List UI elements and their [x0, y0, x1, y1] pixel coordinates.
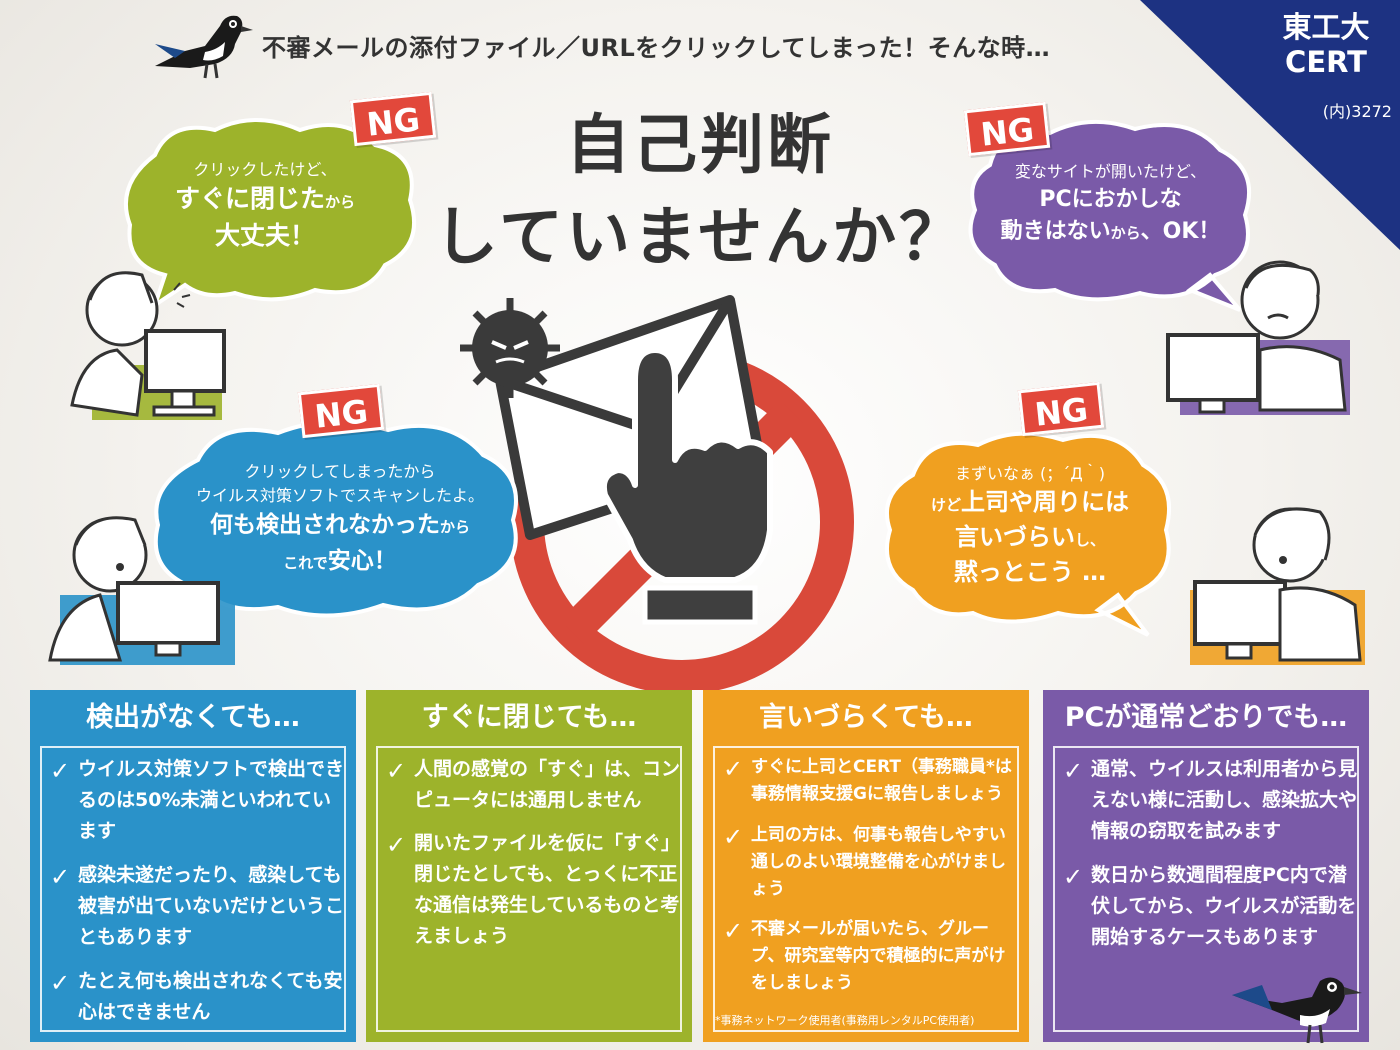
panel-pc-normal: PCが通常どおりでも… ✓通常、ウイルスは利用者から見えない様に活動し、感染拡大…: [1043, 690, 1369, 1042]
cert-org-title: 東工大 CERT: [1266, 10, 1386, 80]
purple-speech-bubble: [968, 119, 1252, 312]
check-icon: ✓: [50, 863, 71, 891]
blue-bubble-line4-big: 安心！: [327, 548, 397, 574]
check-icon: ✓: [1063, 863, 1084, 891]
purple-bubble-line3-end: 、OK！: [1140, 219, 1221, 244]
person-at-computer-purple: [1166, 260, 1350, 415]
magpie-mascot-icon: [1232, 977, 1362, 1044]
main-title: 自己判断 していませんか？: [420, 100, 980, 284]
blue-bubble-line3: 何も検出されなかったから: [160, 508, 520, 544]
purple-bubble-text: 変なサイトが開いたけど、 PCにおかしな 動きはないから、OK！: [968, 160, 1253, 249]
panel-hard-to-say-item-3: ✓不審メールが届いたら、グループ、研究室等内で積極的に声がけをしましょう: [723, 916, 1019, 997]
panel-closed-quickly-box: [376, 746, 682, 1032]
orange-bubble-line3-small: し、: [1074, 531, 1105, 549]
orange-bubble-line2: けど上司や周りには: [890, 486, 1170, 521]
virus-icon: [460, 298, 560, 398]
purple-bubble-line3-big: 動きはない: [1000, 219, 1111, 244]
blue-bubble-line4: これで安心！: [160, 544, 520, 580]
panel-hard-to-say-item-2-text: 上司の方は、何事も報告しやすい通しのよい環境整備を心がけましょう: [751, 825, 1006, 899]
ng-badge-green: NG: [349, 91, 437, 147]
panel-closed-quickly-item-1: ✓人間の感覚の「すぐ」は、コンピュータには通用しません: [386, 754, 682, 816]
blue-bubble-text: クリックしてしまったから ウイルス対策ソフトでスキャンしたよ。 何も検出されなか…: [160, 460, 520, 580]
panel-hard-to-say-item-3-text: 不審メールが届いたら、グループ、研究室等内で積極的に声がけをしましょう: [751, 919, 1006, 993]
green-bubble-line2-big: すぐに閉じた: [174, 184, 325, 213]
panel-no-detection-item-1: ✓ウイルス対策ソフトで検出できるのは50%未満といわれています: [50, 754, 346, 847]
panel-no-detection-item-2: ✓感染未遂だったり、感染しても被害が出ていないだけということもあります: [50, 860, 346, 953]
prohibition-illustration: [460, 295, 854, 690]
orange-bubble-line1: まずいなぁ (；´Д｀): [954, 464, 1106, 483]
pointing-hand-icon: [600, 347, 773, 625]
check-icon: ✓: [723, 823, 744, 851]
orange-bubble-line2-big: 上司や周りには: [961, 488, 1129, 516]
panel-pc-normal-box: [1053, 746, 1359, 1032]
panel-closed-quickly-item-2: ✓開いたファイルを仮に「すぐ」閉じたとしても、とっくに不正な通信は発生しているも…: [386, 828, 682, 952]
orange-bubble-line3-big: 言いづらい: [954, 523, 1075, 551]
panel-pc-normal-item-1-text: 通常、ウイルスは利用者から見えない様に活動し、感染拡大や情報の窃取を試みます: [1091, 758, 1358, 842]
panel-pc-normal-item-2: ✓数日から数週間程度PC内で潜伏してから、ウイルスが活動を開始するケースもありま…: [1063, 860, 1359, 953]
cert-org-line2: CERT: [1285, 45, 1367, 79]
cert-org-line1: 東工大: [1282, 10, 1370, 44]
panel-hard-to-say-note: *事務ネットワーク使用者(事務用レンタルPC使用者): [715, 1014, 975, 1027]
blue-bubble-line3-small: から: [439, 518, 470, 536]
panel-no-detection-box: [40, 746, 346, 1032]
check-icon: ✓: [723, 755, 744, 783]
panel-pc-normal-title: PCが通常どおりでも…: [1064, 702, 1348, 733]
panel-no-detection-item-2-text: 感染未遂だったり、感染しても被害が出ていないだけということもあります: [78, 864, 345, 948]
panel-hard-to-say: 言いづらくても… ✓すぐに上司とCERT（事務職員*は事務情報支援Gに報告しまし…: [703, 690, 1029, 1042]
check-icon: ✓: [723, 917, 744, 945]
panel-no-detection-item-3: ✓たとえ何も検出されなくても安心はできません: [50, 966, 346, 1028]
ng-badge-orange: NG: [1017, 381, 1105, 437]
orange-bubble-line2-small: けど: [930, 496, 961, 514]
person-at-computer-blue: [48, 516, 235, 665]
panel-pc-normal-item-2-text: 数日から数週間程度PC内で潜伏してから、ウイルスが活動を開始するケースもあります: [1091, 864, 1357, 948]
panel-closed-quickly-item-1-text: 人間の感覚の「すぐ」は、コンピュータには通用しません: [414, 758, 681, 811]
panel-no-detection-item-1-text: ウイルス対策ソフトで検出できるのは50%未満といわれています: [78, 758, 345, 842]
panel-closed-quickly-item-2-text: 開いたファイルを仮に「すぐ」閉じたとしても、とっくに不正な通信は発生しているもの…: [414, 832, 681, 947]
green-bubble-text: クリックしたけど、 すぐに閉じたから 大丈夫！: [130, 158, 400, 253]
purple-bubble-line3-small: から: [1110, 224, 1141, 242]
header-headline: 不審メールの添付ファイル／URLをクリックしてしまった！そんな時…: [262, 34, 1051, 62]
ng-badge-blue: NG: [297, 383, 385, 439]
panel-no-detection: 検出がなくても… ✓ウイルス対策ソフトで検出できるのは50%未満といわれています…: [30, 690, 356, 1042]
blue-bubble-line3-big: 何も検出されなかった: [209, 512, 440, 538]
panel-hard-to-say-box: [713, 746, 1019, 1032]
check-icon: ✓: [50, 757, 71, 785]
blue-bubble-line2: ウイルス対策ソフトでスキャンしたよ。: [195, 486, 484, 505]
check-icon: ✓: [386, 757, 407, 785]
panel-hard-to-say-item-2: ✓上司の方は、何事も報告しやすい通しのよい環境整備を心がけましょう: [723, 822, 1019, 903]
panel-hard-to-say-item-1: ✓すぐに上司とCERT（事務職員*は事務情報支援Gに報告しましょう: [723, 754, 1019, 808]
purple-bubble-line2: PCにおかしな: [1039, 187, 1182, 212]
person-at-computer-green: [70, 271, 226, 420]
purple-bubble-line3: 動きはないから、OK！: [968, 216, 1253, 249]
panel-hard-to-say-item-1-text: すぐに上司とCERT（事務職員*は事務情報支援Gに報告しましょう: [751, 757, 1012, 804]
green-bubble-line2-small: から: [325, 193, 356, 211]
green-speech-bubble: [123, 118, 417, 310]
purple-bubble-line1: 変なサイトが開いたけど、: [1014, 162, 1207, 181]
magpie-bird-icon: [155, 15, 253, 79]
orange-bubble-text: まずいなぁ (；´Д｀) けど上司や周りには 言いづらいし、 黙っとこう …: [890, 462, 1170, 588]
panel-closed-quickly: すぐに閉じても… ✓人間の感覚の「すぐ」は、コンピュータには通用しません ✓開い…: [366, 690, 692, 1042]
blue-bubble-line4-small: これで: [283, 554, 328, 572]
orange-bubble-line3: 言いづらいし、: [890, 521, 1170, 556]
green-bubble-line1: クリックしたけど、: [193, 160, 337, 179]
check-icon: ✓: [1063, 757, 1084, 785]
blue-bubble-line1: クリックしてしまったから: [244, 462, 436, 481]
green-bubble-line3: 大丈夫！: [214, 221, 315, 250]
person-at-computer-orange: [1190, 507, 1365, 665]
main-title-line2: していませんか？: [433, 201, 967, 275]
panel-closed-quickly-title: すぐに閉じても…: [421, 702, 637, 733]
check-icon: ✓: [50, 969, 71, 997]
panel-hard-to-say-title: 言いづらくても…: [759, 702, 973, 733]
cert-extension: (内)3272: [1322, 102, 1392, 121]
check-icon: ✓: [386, 831, 407, 859]
panel-no-detection-item-3-text: たとえ何も検出されなくても安心はできません: [78, 970, 343, 1023]
orange-bubble-line4: 黙っとこう …: [953, 558, 1107, 586]
ng-badge-purple: NG: [963, 101, 1051, 157]
panel-pc-normal-item-1: ✓通常、ウイルスは利用者から見えない様に活動し、感染拡大や情報の窃取を試みます: [1063, 754, 1359, 847]
main-title-line1: 自己判断: [566, 109, 834, 183]
panel-no-detection-title: 検出がなくても…: [86, 702, 300, 733]
green-bubble-line2: すぐに閉じたから: [130, 182, 400, 219]
